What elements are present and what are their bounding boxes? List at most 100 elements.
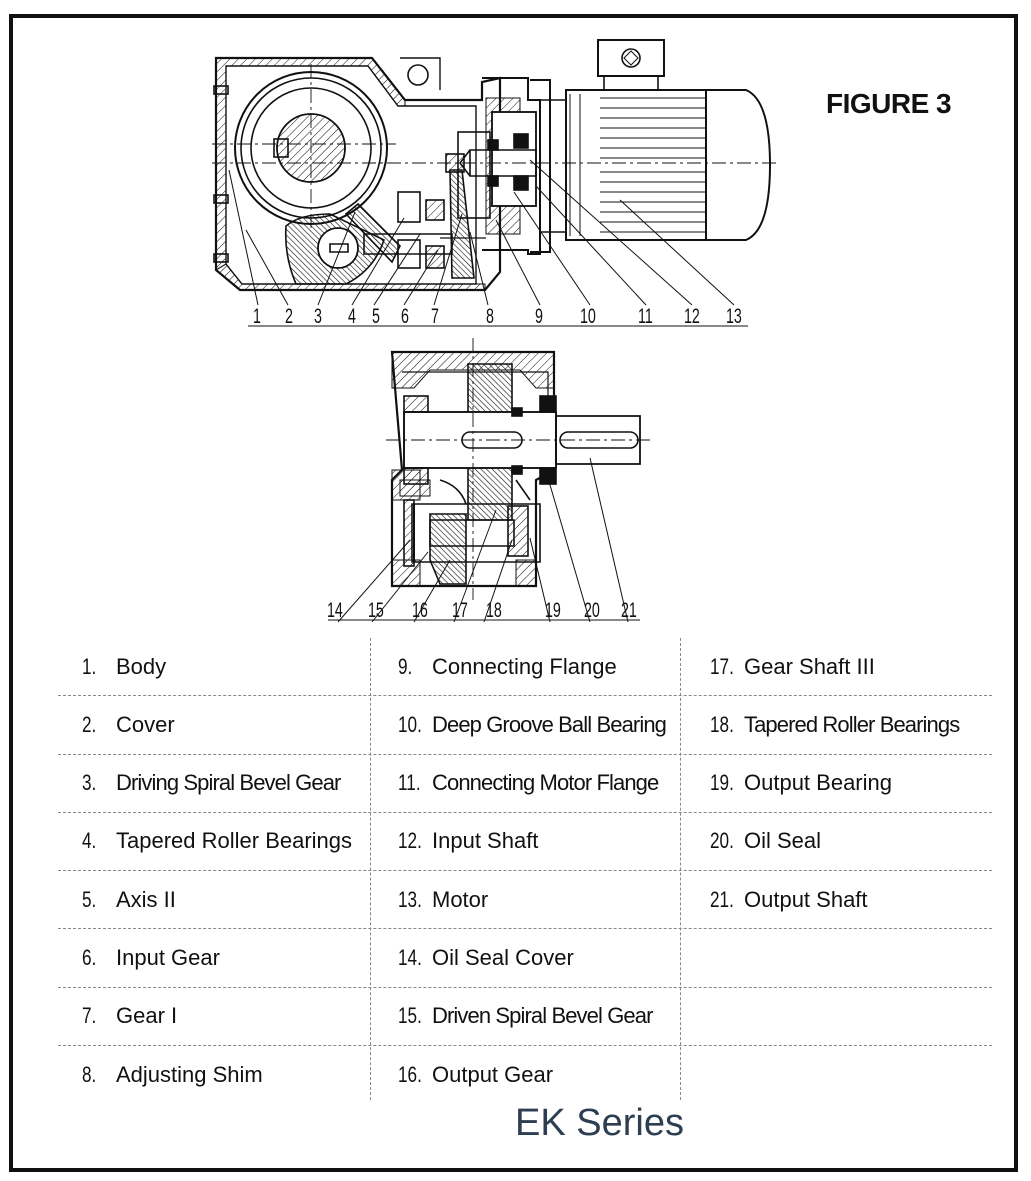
bottom-leader-lines (328, 457, 640, 623)
series-title: EK Series (515, 1102, 684, 1144)
part-number: 1. (82, 653, 97, 679)
part-item: 13.Motor (398, 871, 488, 928)
part-label: Deep Groove Ball Bearing (432, 711, 667, 737)
part-number: 17. (710, 653, 734, 679)
part-label: Gear I (116, 1003, 178, 1029)
part-label: Input Gear (116, 944, 220, 970)
part-label: Output Bearing (744, 770, 892, 796)
part-item: 8. Adjusting Shim (82, 1046, 263, 1103)
callout-13: 13 (726, 304, 742, 327)
callout-7: 7 (431, 304, 439, 327)
part-label: Body (116, 653, 167, 679)
part-item: 5. Axis II (82, 871, 176, 928)
part-item: 20. Oil Seal (710, 813, 821, 870)
part-number: 16. (398, 1061, 422, 1087)
callout-4: 4 (348, 304, 356, 327)
parts-row: 1. Body 9. Connecting Flange 17. Gear Shaft… (58, 638, 992, 697)
part-number: 6. (82, 944, 97, 970)
part-label: Adjusting Shim (116, 1061, 263, 1087)
callout-9: 9 (535, 304, 543, 327)
part-item: 4. Tapered Roller Bearings (82, 813, 352, 870)
part-number: 19. (710, 770, 734, 796)
callout-14: 14 (327, 598, 343, 621)
parts-row: 5. Axis II 13.Motor 21.Output Shaft (58, 871, 992, 930)
part-number: 12. (398, 828, 422, 854)
part-label: Tapered Roller Bearings (744, 711, 960, 737)
callout-12: 12 (684, 304, 700, 327)
part-number: 21. (710, 886, 734, 912)
part-item: 15. Driven Spiral Bevel Gear (398, 988, 653, 1045)
part-item: 19. Output Bearing (710, 755, 892, 812)
part-label: Oil Seal Cover (432, 944, 574, 970)
part-number: 18. (710, 711, 734, 737)
part-item: 7. Gear I (82, 988, 177, 1045)
part-label: Cover (116, 711, 175, 737)
part-label: Driving Spiral Bevel Gear (116, 770, 341, 796)
part-item: 21.Output Shaft (710, 871, 868, 928)
callout-20: 20 (584, 598, 600, 621)
part-label: Output Gear (432, 1061, 554, 1087)
part-number: 14. (398, 944, 422, 970)
part-label: Tapered Roller Bearings (116, 828, 353, 854)
parts-list: 1. Body 9. Connecting Flange 17. Gear Shaft… (58, 638, 992, 1103)
figure-title: FIGURE 3 (826, 88, 952, 119)
part-item: 6. Input Gear (82, 929, 220, 986)
part-label: Connecting Motor Flange (432, 770, 659, 796)
top-leader-lines (228, 159, 748, 327)
part-label: Oil Seal (744, 828, 822, 854)
part-label: Axis II (116, 886, 176, 912)
parts-row: 6. Input Gear 14. Oil Seal Cover (58, 929, 992, 988)
bottom-gearbox-view (386, 338, 652, 600)
part-number: 3. (82, 770, 97, 796)
part-number: 20. (710, 828, 734, 854)
part-item: 18. Tapered Roller Bearings (710, 696, 960, 753)
part-label: Input Shaft (432, 828, 539, 854)
part-number: 11. (398, 770, 421, 796)
callout-10: 10 (580, 304, 596, 327)
parts-row: 8. Adjusting Shim 16. Output Gear (58, 1046, 992, 1103)
callout-numbers: 1 2 3 4 5 6 7 8 9 10 11 12 13 14 15 16 1… (253, 304, 742, 621)
part-number: 7. (82, 1003, 97, 1029)
part-number: 10. (398, 711, 422, 737)
part-number: 2. (82, 711, 97, 737)
part-number: 13. (398, 886, 422, 912)
callout-3: 3 (314, 304, 322, 327)
technical-drawing: 1 2 3 4 5 6 7 8 9 10 11 12 13 14 15 16 1… (212, 39, 780, 623)
callout-1: 1 (253, 304, 261, 327)
part-label: Gear Shaft III (744, 653, 875, 679)
part-item: 2. Cover (82, 696, 175, 753)
callout-11: 11 (638, 304, 653, 327)
part-item: 14. Oil Seal Cover (398, 929, 574, 986)
column-divider (370, 638, 371, 1100)
part-item: 3. Driving Spiral Bevel Gear (82, 755, 341, 812)
part-item: 17. Gear Shaft III (710, 638, 875, 695)
part-item: 16. Output Gear (398, 1046, 553, 1103)
callout-17: 17 (452, 598, 468, 621)
part-number: 9. (398, 653, 413, 679)
callout-8: 8 (486, 304, 494, 327)
parts-row: 2. Cover 10. Deep Groove Ball Bearing 18. T… (58, 696, 992, 755)
part-item: 11. Connecting Motor Flange (398, 755, 659, 812)
callout-18: 18 (486, 598, 502, 621)
callout-21: 21 (621, 598, 637, 621)
part-item: 9. Connecting Flange (398, 638, 617, 695)
callout-5: 5 (372, 304, 380, 327)
parts-row: 7. Gear I 15. Driven Spiral Bevel Gear (58, 988, 992, 1047)
callout-6: 6 (401, 304, 409, 327)
figure-frame (9, 14, 1018, 1172)
part-item: 10. Deep Groove Ball Bearing (398, 696, 667, 753)
part-number: 15. (398, 1003, 422, 1029)
part-label: Driven Spiral Bevel Gear (432, 1003, 653, 1029)
callout-19: 19 (545, 598, 561, 621)
part-number: 5. (82, 886, 97, 912)
part-number: 4. (82, 828, 97, 854)
part-number: 8. (82, 1061, 97, 1087)
parts-row: 4. Tapered Roller Bearings 12. Input Shaft… (58, 813, 992, 872)
parts-row: 3. Driving Spiral Bevel Gear 11. Connectin… (58, 755, 992, 813)
part-label: Connecting Flange (432, 653, 617, 679)
callout-15: 15 (368, 598, 384, 621)
top-gearbox-view (212, 39, 780, 292)
part-item: 1. Body (82, 638, 166, 695)
part-item: 12. Input Shaft (398, 813, 538, 870)
callout-16: 16 (412, 598, 428, 621)
